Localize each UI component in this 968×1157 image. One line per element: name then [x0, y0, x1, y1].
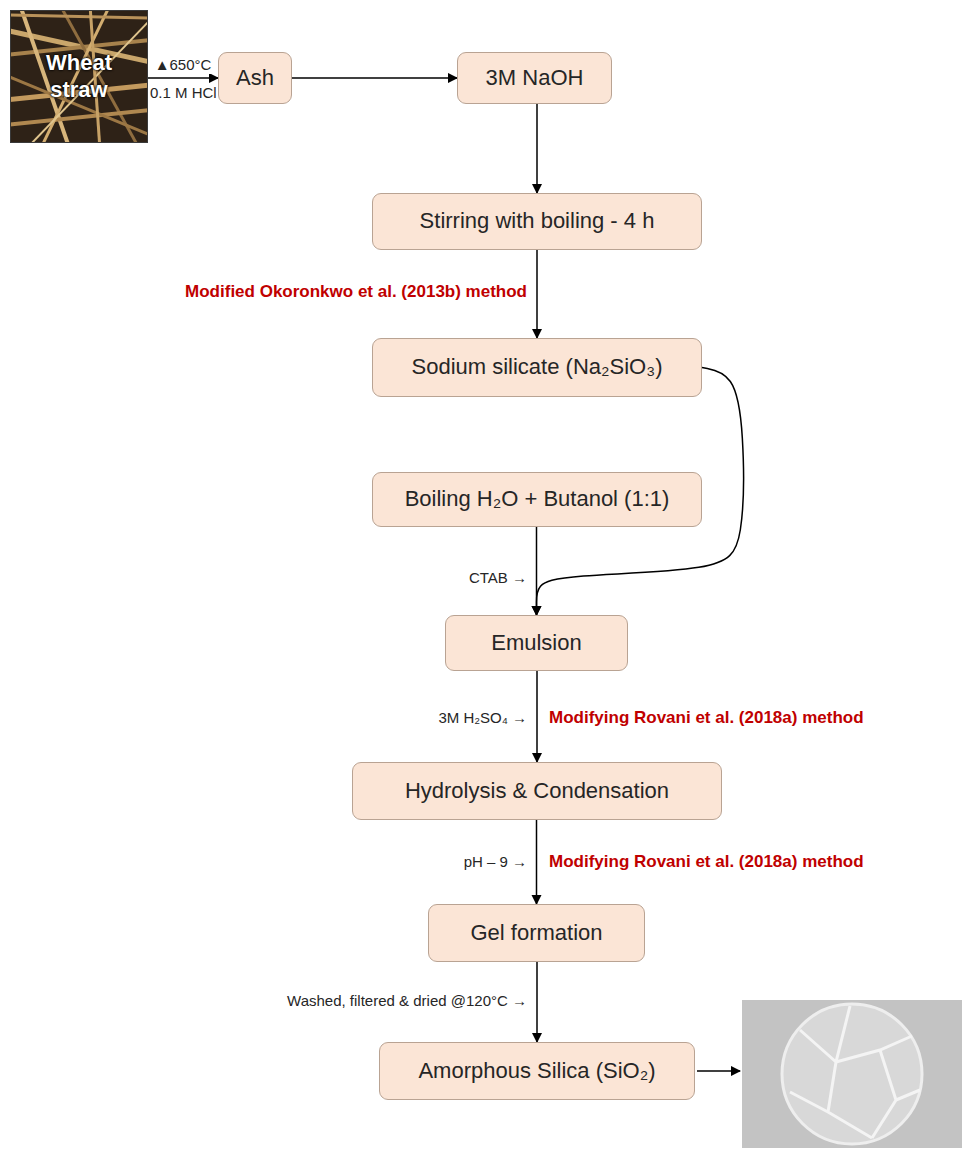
flow-arrow — [536, 962, 538, 1042]
flow-arrow — [148, 77, 218, 79]
method-note: Modifying Rovani et al. (2018a) method — [549, 708, 864, 728]
process-box: Stirring with boiling - 4 h — [372, 193, 702, 250]
photo-box: Wheat straw — [10, 10, 148, 143]
process-label: Washed, filtered & dried @120°C → — [287, 992, 527, 1010]
node-text: Amorphous Silica (SiO₂) — [418, 1058, 655, 1084]
process-box: Ash — [218, 52, 292, 104]
node-text: Stirring with boiling - 4 h — [420, 208, 655, 234]
straw-stalk — [30, 20, 148, 143]
process-box: Sodium silicate (Na₂SiO₃) — [372, 338, 702, 397]
wheat-straw-photo — [10, 10, 148, 143]
flow-arrow — [536, 820, 538, 904]
node-text: Sodium silicate (Na₂SiO₃) — [411, 354, 662, 380]
method-note: Modified Okoronkwo et al. (2013b) method — [185, 282, 527, 302]
process-box: 3M NaOH — [457, 52, 612, 104]
node-text: 3M NaOH — [486, 65, 584, 91]
process-box: Boiling H₂O + Butanol (1:1) — [372, 472, 702, 527]
method-note: Modifying Rovani et al. (2018a) method — [549, 852, 864, 872]
dish-outline — [782, 1004, 922, 1144]
process-box: Hydrolysis & Condensation — [352, 762, 722, 820]
flow-arrow — [536, 527, 538, 615]
node-text: Wheat straw — [33, 50, 125, 103]
process-box: Gel formation — [428, 904, 645, 962]
flow-arrow — [536, 104, 538, 193]
process-label: 0.1 M HCl — [150, 84, 217, 102]
node-text: Gel formation — [470, 920, 602, 946]
process-box: Emulsion — [445, 615, 628, 671]
node-text: Emulsion — [491, 630, 581, 656]
node-text: Ash — [236, 65, 274, 91]
flow-arrow — [536, 250, 538, 338]
straw-stalk — [10, 15, 148, 18]
silica-cracks — [790, 1006, 920, 1138]
silica-photo — [742, 1000, 962, 1148]
flow-arrow — [292, 77, 457, 79]
process-box: Amorphous Silica (SiO₂) — [379, 1042, 695, 1100]
flow-arrow — [536, 671, 538, 762]
straw-stalk — [10, 110, 148, 125]
process-label: CTAB → — [469, 569, 527, 587]
process-label: 3M H₂SO₄ → — [438, 709, 527, 727]
edge-label: ▲650°C — [153, 56, 214, 74]
arrow-to-photo — [697, 1070, 740, 1072]
photo-ground — [742, 1000, 962, 1148]
node-text: Hydrolysis & Condensation — [405, 778, 669, 804]
process-label: pH – 9 → — [464, 853, 527, 871]
node-text: Boiling H₂O + Butanol (1:1) — [405, 486, 670, 512]
